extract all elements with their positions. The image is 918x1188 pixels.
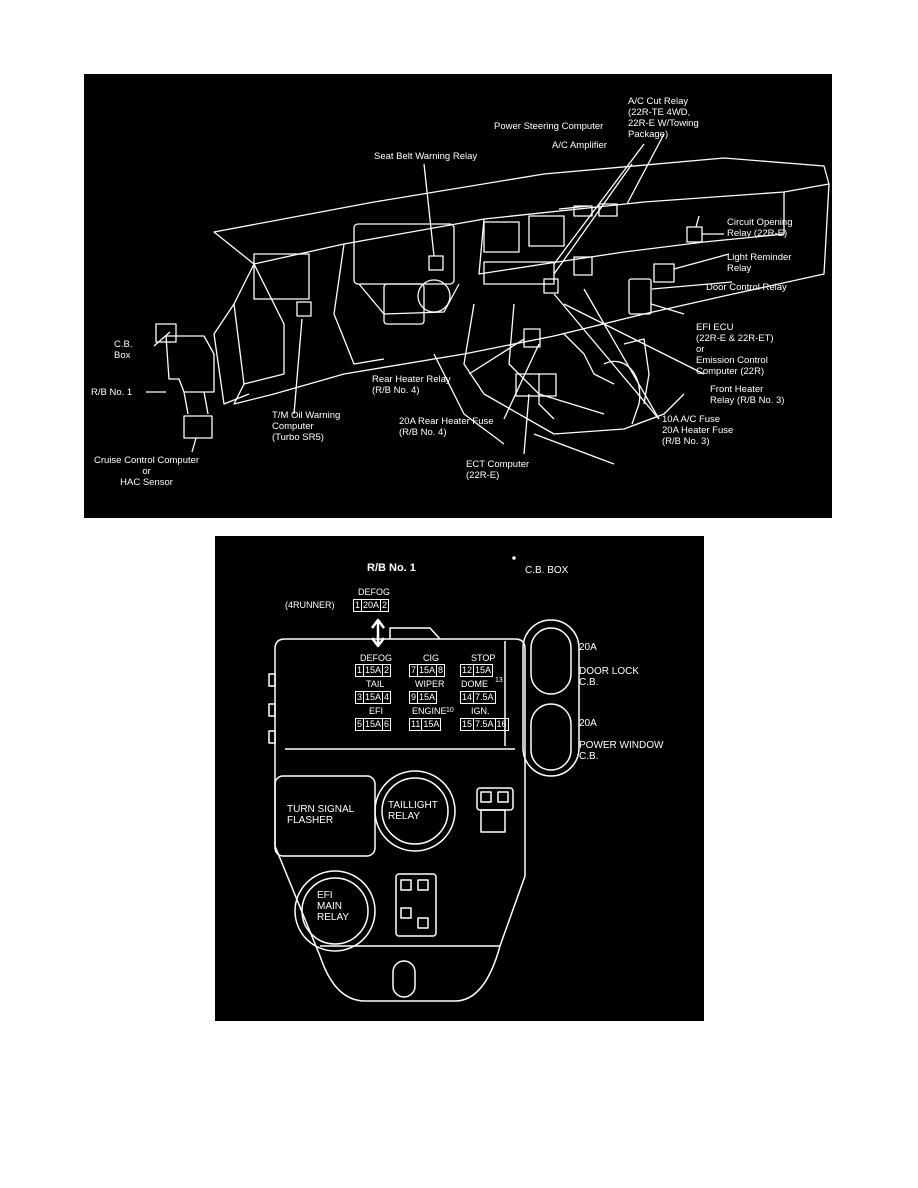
fuse-label-ign: IGN. — [471, 706, 490, 716]
label-light-reminder-relay: Light Reminder Relay — [727, 252, 792, 274]
label-rear-heater-fuse: 20A Rear Heater Fuse (R/B No. 4) — [399, 416, 494, 438]
label-ac-amplifier: A/C Amplifier — [552, 140, 607, 151]
cb-door-lock-name: DOOR LOCK C.B. — [579, 666, 640, 688]
fuse-label-cig: CIG — [423, 653, 440, 663]
taillight-relay-label: TAILLIGHT RELAY — [388, 800, 438, 822]
efi-main-relay-label: EFI MAIN RELAY — [317, 890, 350, 923]
label-ect-computer: ECT Computer (22R-E) — [466, 459, 530, 481]
label-ac-cut-relay: A/C Cut Relay (22R-TE 4WD, 22R-E W/Towin… — [628, 96, 699, 140]
label-rb-no1: R/B No. 1 — [91, 387, 133, 398]
label-ac-fuse-heater-fuse: 10A A/C Fuse 20A Heater Fuse (R/B No. 3) — [662, 414, 734, 447]
fuse-label-efi: EFI — [369, 706, 384, 716]
label-rear-heater-relay: Rear Heater Relay (R/B No. 4) — [372, 374, 451, 396]
label-power-steering-computer: Power Steering Computer — [494, 121, 604, 132]
defog-top-prefix: (4RUNNER) — [285, 600, 335, 610]
fuse-label-tail: TAIL — [366, 679, 385, 689]
dashboard-line-art — [146, 133, 830, 465]
label-circuit-opening-relay: Circuit Opening Relay (22R-E) — [727, 217, 793, 239]
turn-signal-flasher-label: TURN SIGNAL FLASHER — [287, 804, 355, 826]
label-tm-oil-warning: T/M Oil Warning Computer (Turbo SR5) — [272, 410, 341, 443]
fuse-label-defog: DEFOG — [360, 653, 393, 663]
label-door-control-relay: Door Control Relay — [706, 282, 787, 293]
fuse-label-stop: STOP — [471, 653, 496, 663]
label-efi-ecu: EFI ECU (22R-E & 22R-ET) or Emission Con… — [696, 322, 774, 377]
dashboard-component-location-diagram: A/C Cut Relay (22R-TE 4WD, 22R-E W/Towin… — [84, 74, 832, 518]
cb-power-window-name: POWER WINDOW C.B. — [579, 740, 664, 762]
pin-10-label: 10 — [446, 707, 454, 714]
label-front-heater-relay: Front Heater Relay (R/B No. 3) — [710, 384, 785, 406]
relay-block-line-art — [268, 556, 580, 1002]
label-cb-box: C.B. Box — [114, 339, 133, 361]
cb-box-title: C.B. BOX — [525, 565, 569, 576]
defog-top-label: DEFOG — [358, 587, 391, 597]
cb-door-lock-amp: 20A — [579, 642, 597, 653]
fuse-label-engine: ENGINE — [412, 706, 447, 716]
cb-power-window-amp: 20A — [579, 718, 597, 729]
label-cruise-control: Cruise Control Computer or HAC Sensor — [94, 455, 200, 488]
rb-no1-title: R/B No. 1 — [367, 562, 416, 574]
fuse-label-wiper: WIPER — [415, 679, 445, 689]
fuse-label-dome: DOME — [461, 679, 488, 689]
label-seat-belt-warning-relay: Seat Belt Warning Relay — [374, 151, 478, 162]
pin-13-label: 13 — [495, 677, 503, 684]
